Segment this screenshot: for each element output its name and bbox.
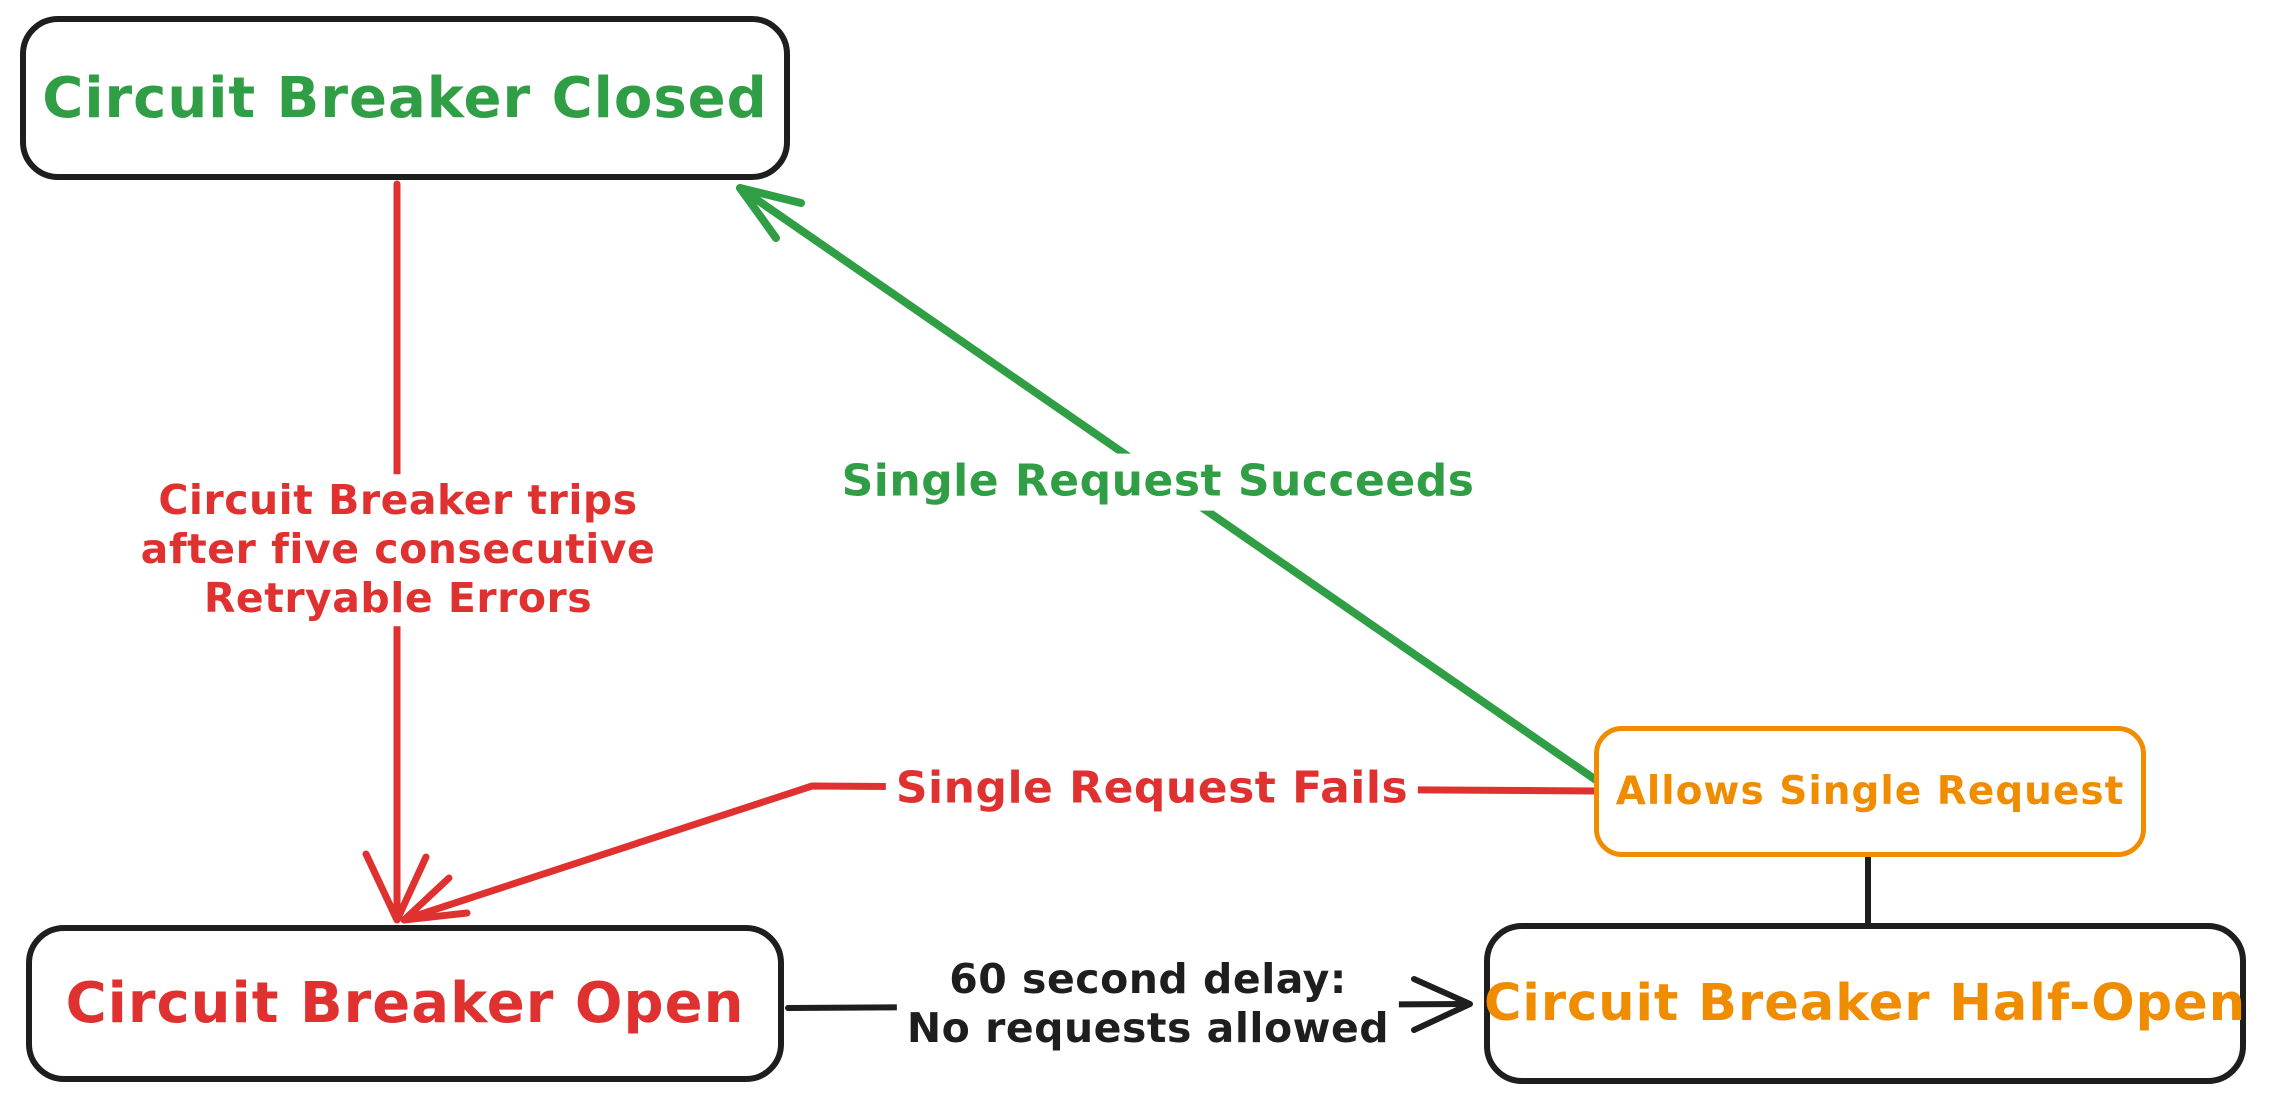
node-circuit-breaker-open: Circuit Breaker Open (26, 925, 784, 1082)
edge-delay-arrowhead (1411, 976, 1473, 1033)
node-circuit-breaker-half-open: Circuit Breaker Half-Open (1484, 923, 2246, 1084)
node-circuit-breaker-half-open-label: Circuit Breaker Half-Open (1483, 974, 2247, 1033)
edge-label-delay: 60 second delay: No requests allowed (896, 952, 1400, 1056)
edge-label-single-request-succeeds: Single Request Succeeds (831, 453, 1485, 511)
edge-label-trip: Circuit Breaker trips after five consecu… (130, 474, 666, 626)
node-circuit-breaker-closed-label: Circuit Breaker Closed (42, 65, 768, 131)
edge-fails-arrowhead (400, 874, 471, 924)
node-circuit-breaker-closed: Circuit Breaker Closed (20, 16, 790, 180)
edge-succeeds-arrowhead (736, 184, 805, 242)
node-allows-single-request-label: Allows Single Request (1615, 769, 2125, 814)
edge-label-single-request-fails: Single Request Fails (885, 760, 1419, 818)
node-circuit-breaker-open-label: Circuit Breaker Open (65, 971, 745, 1036)
node-allows-single-request: Allows Single Request (1594, 726, 2146, 857)
edge-trip-arrowhead (362, 850, 430, 924)
